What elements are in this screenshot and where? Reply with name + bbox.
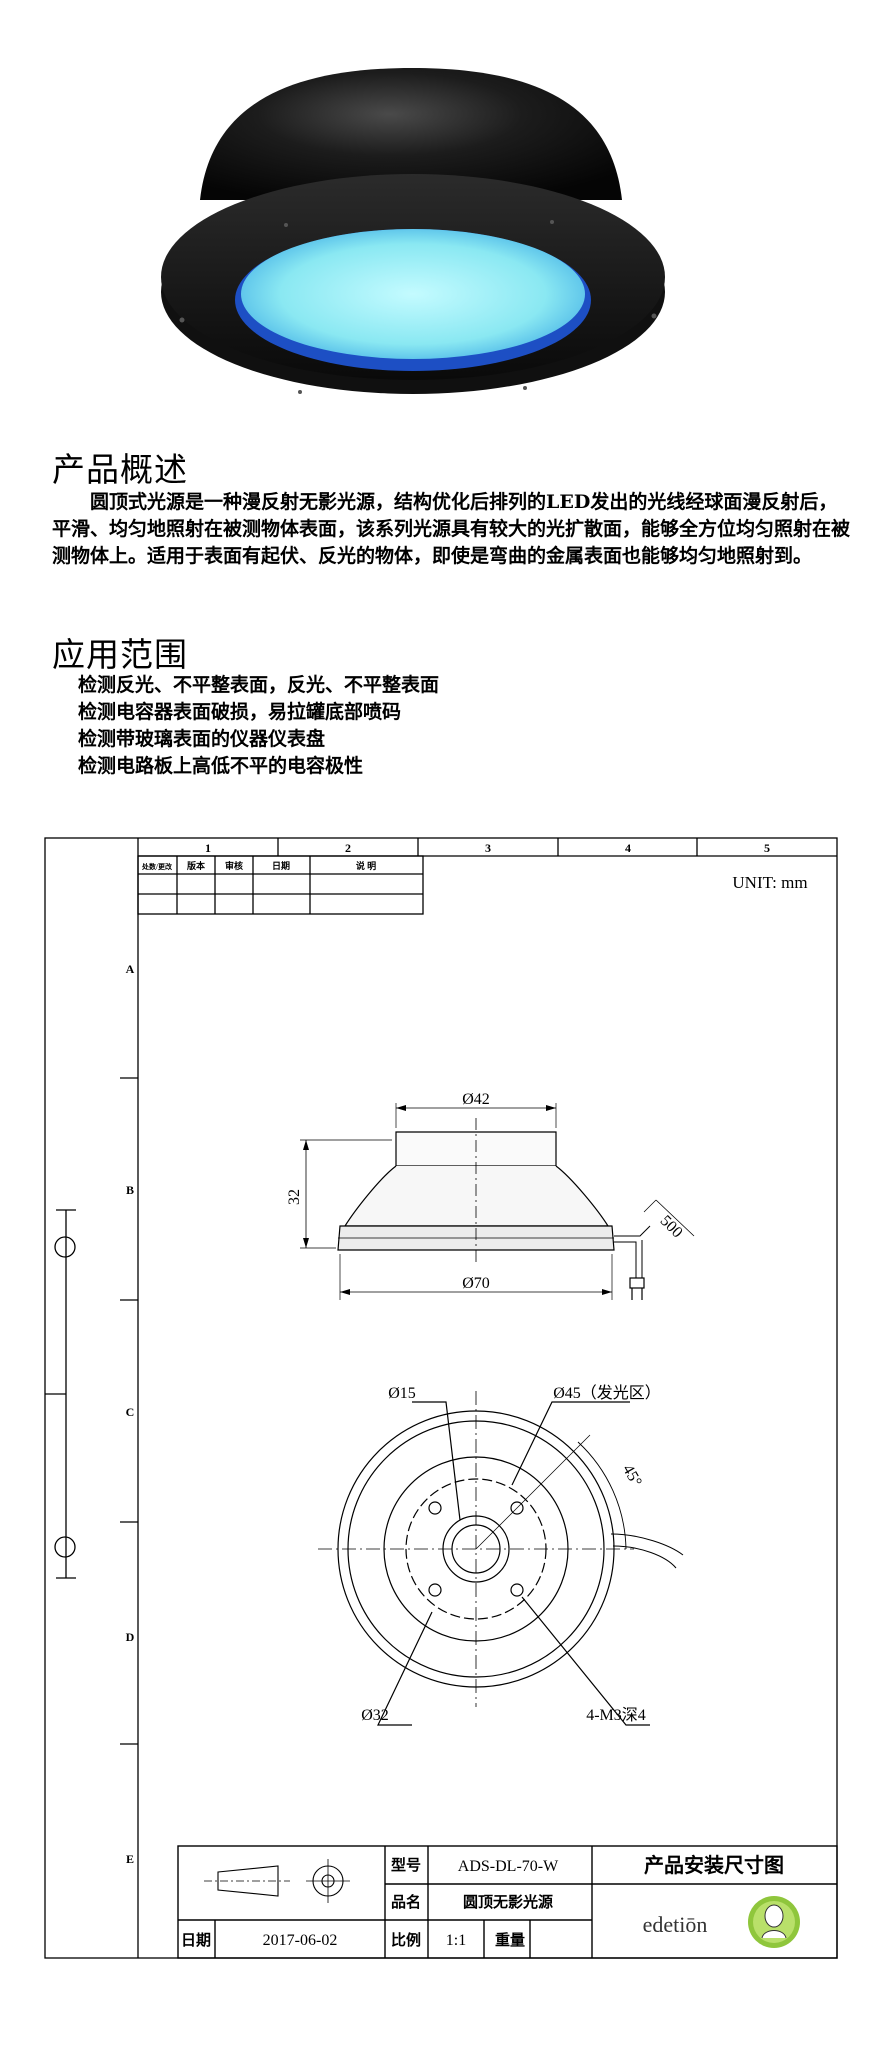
screw-dot <box>550 220 554 224</box>
revision-header: 审核 <box>225 860 243 871</box>
dim-height: 32 <box>286 1189 303 1205</box>
name-value: 圆顶无影光源 <box>463 1893 553 1911</box>
application-item: 检测带玻璃表面的仪器仪表盘 <box>78 728 326 750</box>
brand-name: edetiōn <box>643 1912 708 1937</box>
date-label: 日期 <box>181 1931 211 1949</box>
dim-screw-holes: 4-M3深4 <box>586 1706 646 1724</box>
title-block <box>177 1845 838 1959</box>
revision-table <box>137 855 424 915</box>
screw-dot <box>523 386 527 390</box>
brand-logo-icon <box>748 1896 800 1948</box>
revision-header: 处数/更改 <box>141 862 173 871</box>
model-value: ADS-DL-70-W <box>458 1858 559 1875</box>
column-number: 5 <box>764 841 770 855</box>
overview-paragraph: 圆顶式光源是一种漫反射无影光源，结构优化后排列的LED发出的光线经球面漫反射后，… <box>52 491 851 567</box>
screw-dot <box>298 390 302 394</box>
dim-emitting-area: Ø45（发光区） <box>553 1384 661 1402</box>
weight-label: 重量 <box>495 1931 525 1949</box>
side-view <box>300 1103 695 1300</box>
row-letter: C <box>126 1405 135 1419</box>
dim-top-diameter: Ø42 <box>462 1091 490 1108</box>
dim-base-diameter: Ø70 <box>462 1275 490 1292</box>
screw-dot <box>651 313 657 319</box>
application-item: 检测电容器表面破损，易拉罐底部喷码 <box>78 701 402 723</box>
row-letter: B <box>126 1183 134 1197</box>
drawing-outer-frame <box>44 837 838 1959</box>
dim-hole-diameter: Ø15 <box>388 1385 416 1402</box>
unit-label: UNIT: mm <box>732 873 807 892</box>
model-label: 型号 <box>391 1856 421 1874</box>
revision-header: 说 明 <box>356 860 376 871</box>
revision-header: 版本 <box>186 860 206 871</box>
application-item: 检测反光、不平整表面，反光、不平整表面 <box>78 674 440 696</box>
dome-shell <box>200 68 622 200</box>
binding-hole <box>54 1536 76 1558</box>
name-label: 品名 <box>391 1893 421 1911</box>
overview-title: 产品概述 <box>52 450 188 489</box>
application-title: 应用范围 <box>52 635 188 674</box>
drawing-title: 产品安装尺寸图 <box>644 1853 784 1877</box>
column-number: 1 <box>205 841 211 855</box>
scale-value: 1:1 <box>446 1932 466 1949</box>
column-number: 2 <box>345 841 351 855</box>
technical-drawing: 1 2 3 4 5 A B C D E 处数/更改 版本 审核 日期 说 明 U… <box>44 837 838 1959</box>
binding-hole <box>54 1236 76 1258</box>
application-item: 检测电路板上高低不平的电容极性 <box>78 755 364 777</box>
dim-angle: 45° <box>619 1462 645 1490</box>
date-value: 2017-06-02 <box>263 1932 338 1949</box>
revision-header: 日期 <box>272 860 290 871</box>
screw-dot <box>179 317 185 323</box>
screw-dot <box>284 223 288 227</box>
scale-label: 比例 <box>391 1931 421 1949</box>
row-letter: D <box>126 1630 135 1644</box>
product-photo <box>161 68 665 394</box>
projection-cone-icon <box>217 1865 279 1897</box>
application-list: 检测反光、不平整表面，反光、不平整表面 检测电容器表面破损，易拉罐底部喷码 检测… <box>78 672 439 780</box>
dim-bolt-circle: Ø32 <box>361 1707 389 1724</box>
row-letter: E <box>126 1852 134 1866</box>
column-number: 4 <box>625 841 631 855</box>
dim-cable-length: 500 <box>657 1212 686 1241</box>
row-letter: A <box>126 962 135 976</box>
led-emitting-area <box>241 229 585 359</box>
column-number: 3 <box>485 841 491 855</box>
top-view <box>318 1391 684 1726</box>
